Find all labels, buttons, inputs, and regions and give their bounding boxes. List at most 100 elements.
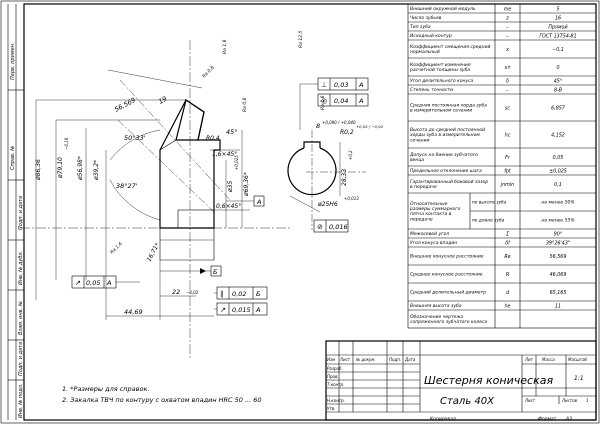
frame-base: А [255, 306, 260, 314]
param-value: ±0,025 [549, 168, 567, 174]
datum-b-arrow [200, 268, 206, 274]
datum-a: А [256, 198, 261, 206]
param-value: 6,857 [551, 105, 565, 111]
frame-base: Б [256, 290, 261, 298]
param-name: Число зубьев [410, 15, 442, 21]
param-row: Исходный контур–ГОСТ 13754-81 [408, 30, 596, 39]
param-value: 56,569 [550, 254, 567, 260]
frame-val: 0,015 [232, 306, 251, 314]
param-symbol: R [506, 272, 509, 278]
param-symbol: xτ [504, 66, 511, 71]
param-row: Степень точности–8-В [408, 84, 596, 93]
param-value: 65,165 [550, 290, 567, 296]
param-value: Прямой [548, 24, 567, 30]
param-value: 11 [555, 303, 561, 309]
param-symbol: – [506, 25, 509, 30]
dim-d5698: ø56,98* [77, 156, 84, 181]
dim-1671: 16,71* [146, 242, 162, 263]
param-name: Коэффициент смещения средний [410, 44, 491, 50]
dim-d6936: ø69,36* [243, 172, 250, 197]
stamp-sheets-value: 1 [586, 398, 589, 403]
dim-r02-tol: +0,05 / −0,04 [356, 124, 384, 129]
param-sub-label: по высоте зуба [472, 200, 507, 206]
dim-r02: R0,2 [340, 129, 354, 136]
param-symbol: d [506, 290, 510, 296]
param-symbol: Fr [505, 155, 511, 161]
dim-d35-tol: +0,025 [234, 155, 239, 170]
param-symbol: δ [506, 78, 509, 84]
param-name: расчетной толщины зуба [409, 67, 470, 73]
param-name: Межосевой угол [410, 231, 449, 237]
strip-label: Взам. инв. № [18, 301, 24, 335]
dim-c06: 0,6×45° [216, 203, 241, 210]
param-value: 4,152 [551, 132, 565, 138]
stamp-col: № докум. [355, 357, 376, 362]
left-strip: Перв. примен. Справ. № Подп. и дата Инв.… [7, 4, 24, 420]
param-name: Относительные [410, 201, 448, 207]
frame-4: ↗ 0,05 А [71, 275, 117, 289]
param-symbol: jnmin [500, 182, 514, 188]
stamp-col: Изм [327, 357, 335, 362]
dim-2833: 28,33 [341, 169, 348, 186]
param-symbol: hc [505, 132, 511, 138]
param-name: Угол делительного конуса [410, 78, 474, 84]
material: Сталь 40Х [440, 396, 495, 407]
param-sub-value: не менее 55% [541, 218, 574, 224]
dim-r04: R0,4 [206, 135, 220, 142]
param-name: Средний делительный диаметр [410, 290, 486, 296]
param-name: сопряженного зубчатого колеса [410, 319, 488, 325]
notes: 1. *Размеры для справок. 2. Закалка ТВЧ … [62, 385, 262, 404]
strip-label: Подп. и дата [18, 196, 24, 230]
frame-sym: ∥ [220, 290, 224, 298]
gear-lower-half [159, 228, 215, 261]
strip-label: Инв. № дубл. [18, 251, 24, 285]
stamp-row: Разраб. [327, 366, 343, 371]
param-value: 5 [556, 6, 559, 12]
strip-label: Справ. № [10, 146, 16, 170]
param-symbol: – [506, 34, 509, 39]
param-value: 0,1 [554, 182, 562, 188]
format-value: А3 [565, 416, 572, 422]
param-name: Внешнее конусное расстояние [410, 254, 484, 260]
frame-val: 0,04 [334, 97, 348, 105]
stamp-mass: Масса [542, 357, 555, 362]
param-name: Исходный контур [410, 33, 452, 39]
dim-4469: 44,69 [124, 308, 143, 316]
param-name: Коэффициент изменения [410, 62, 471, 68]
param-value: 0 [556, 65, 559, 71]
dim-d7910: ø79,10 [57, 157, 64, 179]
param-name: размеры суммарного [409, 207, 461, 212]
bore-section-view: 8 +0,090 / +0,040 R0,2 +0,05 / −0,04 28,… [287, 120, 384, 233]
param-row: Средний делительный диаметр d 65,165 [408, 282, 596, 296]
dim-d25: ø25Н6 [317, 201, 338, 208]
stamp-col: Дата [404, 357, 416, 362]
param-symbol: he [505, 303, 511, 309]
frame-2: ◎ 0,04 А [317, 93, 369, 107]
stamp-row: Пров. [327, 374, 339, 379]
param-name: Обозначение чертежа [410, 314, 463, 320]
ra-6: Ra 1,6 [320, 95, 326, 110]
dim-b8-tol: +0,090 / +0,040 [322, 120, 356, 125]
stamp-row: Утв. [327, 406, 335, 411]
param-name: пятна контакта в [410, 212, 452, 217]
frame-1: ⊥ 0,03 А [317, 77, 369, 91]
ra-5: Ra 0,8 [242, 97, 248, 112]
frame-val: 0,05 [86, 279, 100, 287]
frame-sym: ⊥ [321, 81, 327, 89]
param-name: Гарантированный боковой зазор [410, 179, 488, 185]
param-value: 46,069 [550, 272, 567, 278]
param-name: Внешняя высота зуба [410, 303, 462, 309]
param-symbol: sc [505, 106, 510, 111]
frame-val: 0,03 [334, 81, 348, 89]
